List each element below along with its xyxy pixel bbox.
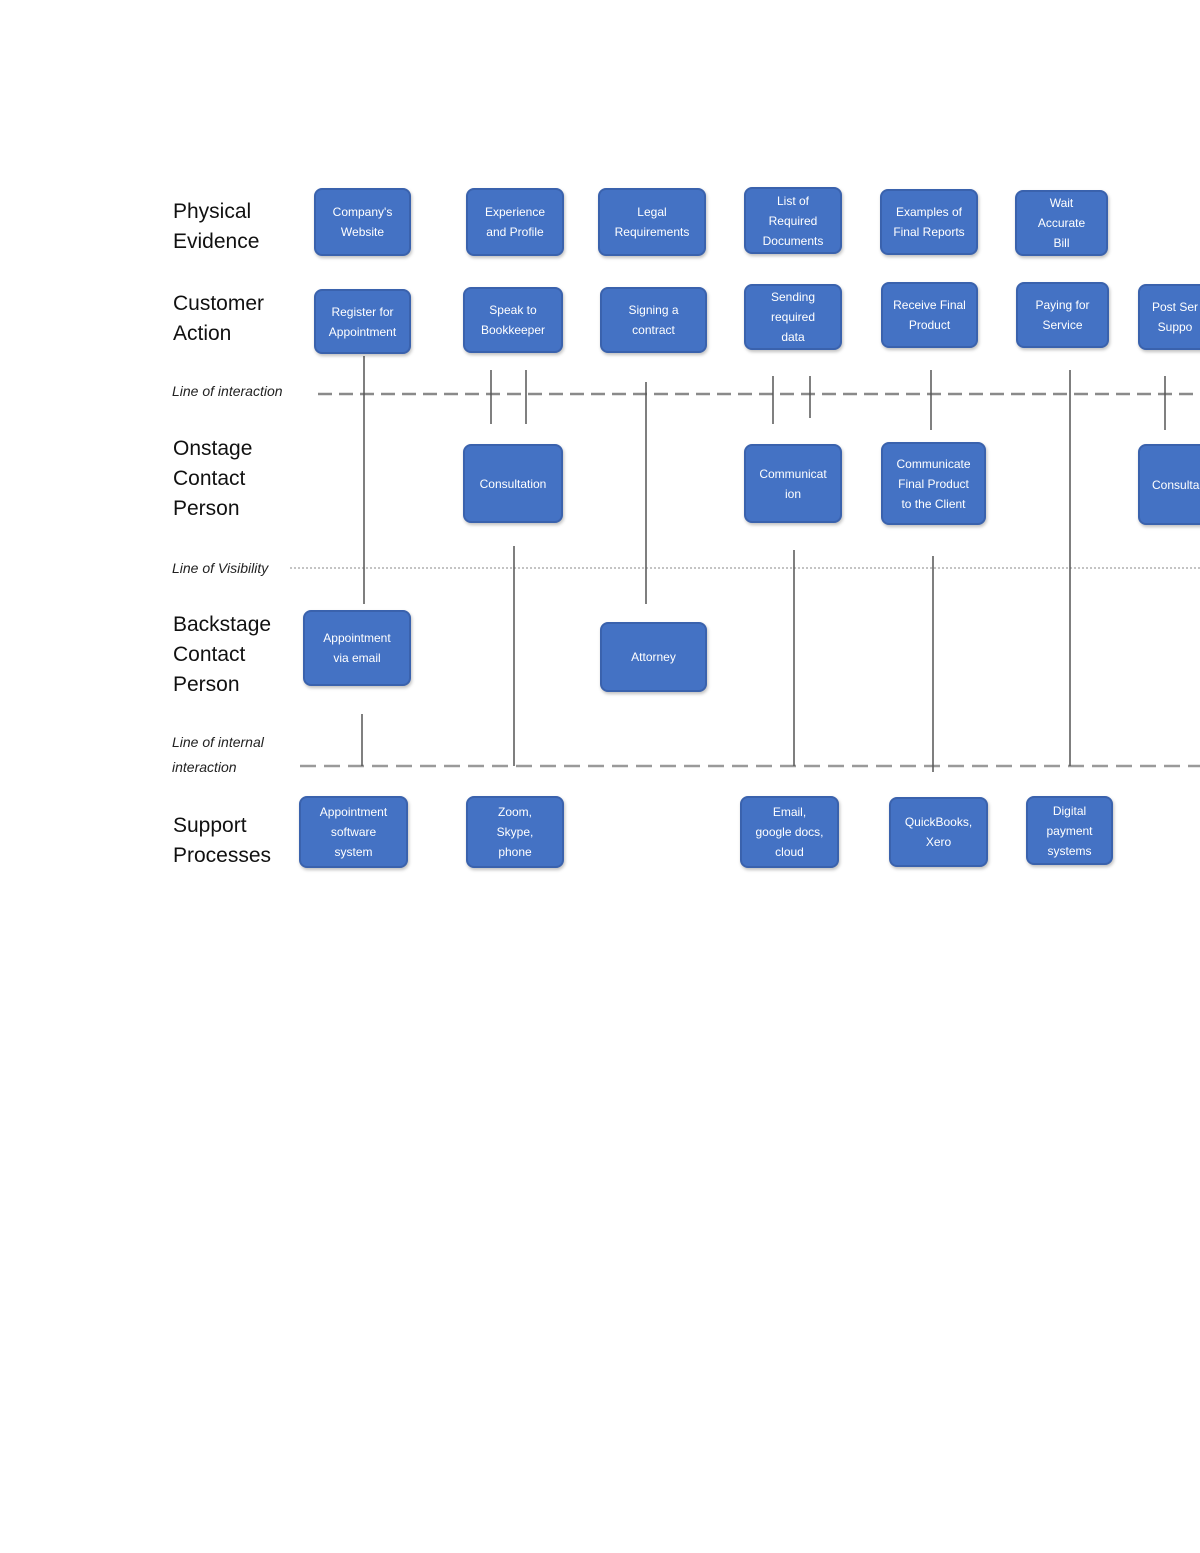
physical-evidence-box: Legal Requirements (598, 188, 706, 256)
row-label-backstage-contact-person: Backstage Contact Person (173, 613, 272, 696)
label-line-of-internal-interaction: Line of internal interaction (172, 734, 264, 775)
support-process-box: Zoom, Skype, phone (466, 796, 564, 868)
onstage-contact-box: Communicate Final Product to the Client (881, 442, 986, 525)
row-label-support-processes: Support Processes (173, 814, 272, 867)
support-process-box: Appointment software system (299, 796, 408, 868)
customer-action-box: Paying for Service (1016, 282, 1109, 348)
support-process-box: Email, google docs, cloud (740, 796, 839, 868)
physical-evidence-box: Wait Accurate Bill (1015, 190, 1108, 256)
label-line-of-interaction: Line of interaction (172, 383, 283, 399)
customer-action-box: Post Ser Suppo (1138, 284, 1200, 350)
physical-evidence-box: List of Required Documents (744, 187, 842, 254)
customer-action-box: Speak to Bookkeeper (463, 287, 563, 353)
backstage-contact-box: Appointment via email (303, 610, 411, 686)
customer-action-box: Sending required data (744, 284, 842, 350)
onstage-contact-box: Communicat ion (744, 444, 842, 523)
vertical-connectors (361, 356, 1166, 772)
row-label-customer-action: Customer Action (173, 292, 265, 345)
row-label-onstage-contact-person: Onstage Contact Person (173, 437, 253, 520)
onstage-contact-box: Consulta (1138, 444, 1200, 525)
customer-action-box: Register for Appointment (314, 289, 411, 354)
row-label-physical-evidence: Physical Evidence (173, 200, 260, 253)
backstage-contact-box: Attorney (600, 622, 707, 692)
physical-evidence-box: Company's Website (314, 188, 411, 256)
customer-action-box: Signing a contract (600, 287, 707, 353)
physical-evidence-box: Examples of Final Reports (880, 189, 978, 255)
onstage-contact-box: Consultation (463, 444, 563, 523)
support-process-box: QuickBooks, Xero (889, 797, 988, 867)
support-process-box: Digital payment systems (1026, 796, 1113, 865)
label-line-of-visibility: Line of Visibility (172, 560, 269, 576)
physical-evidence-box: Experience and Profile (466, 188, 564, 256)
customer-action-box: Receive Final Product (881, 282, 978, 348)
